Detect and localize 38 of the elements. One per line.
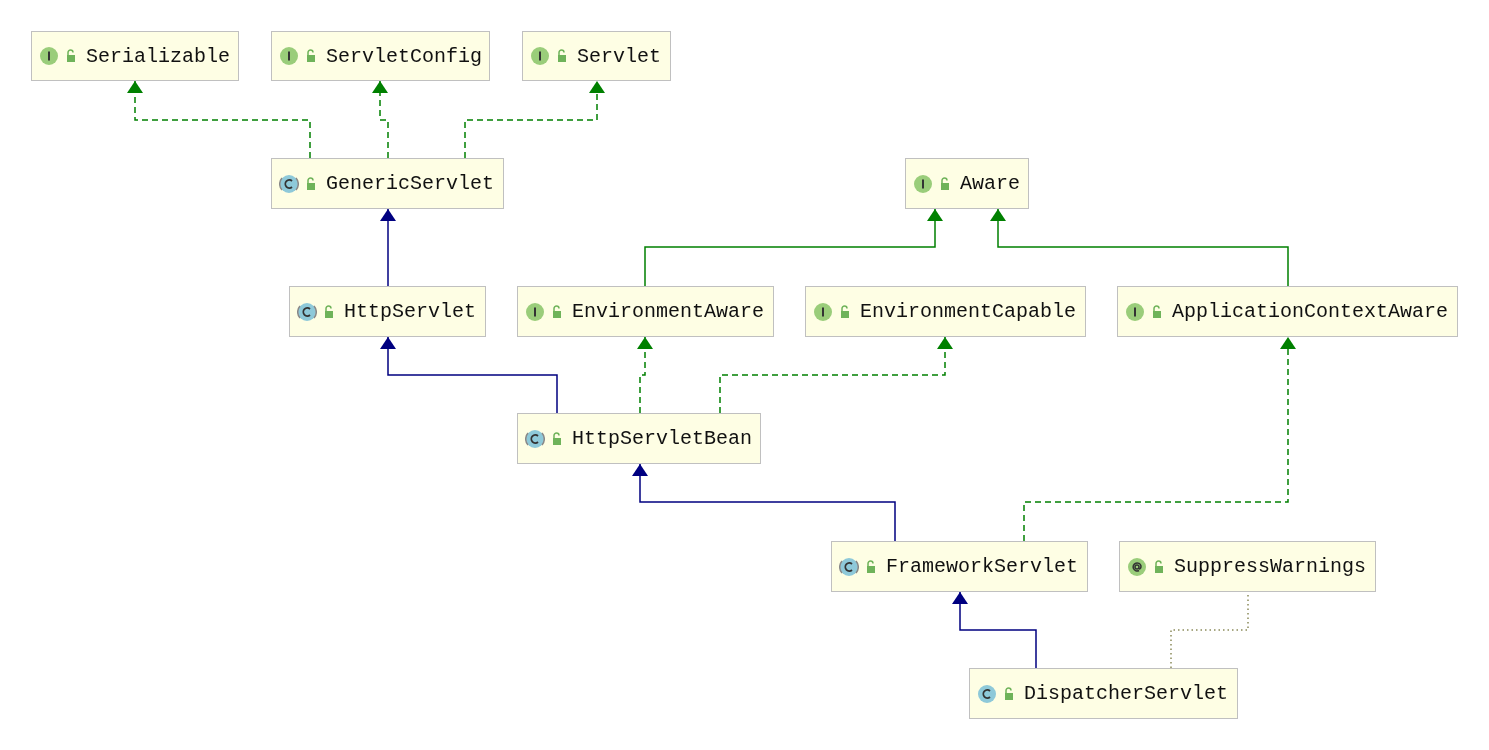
arrow <box>719 336 953 414</box>
class-name: ServletConfig <box>326 44 483 68</box>
arrow <box>127 80 311 159</box>
class-name: ApplicationContextAware <box>1172 300 1449 323</box>
class-box <box>1119 541 1376 592</box>
arrow <box>372 80 389 159</box>
class-name: Aware <box>960 172 1020 195</box>
class-box <box>905 158 1029 209</box>
class-box <box>271 158 504 209</box>
class-name: FrameworkServlet <box>886 555 1079 578</box>
arrow <box>380 208 396 287</box>
arrow <box>990 208 1289 287</box>
class-box <box>517 286 774 337</box>
class-name: DispatcherServlet <box>1024 682 1229 705</box>
arrow <box>644 208 943 287</box>
class-box <box>969 668 1238 719</box>
class-name: GenericServlet <box>326 172 495 195</box>
arrow <box>1023 336 1296 542</box>
class-name: SuppressWarnings <box>1174 555 1367 578</box>
class-box <box>31 31 239 81</box>
class-box <box>805 286 1086 337</box>
arrow <box>632 463 896 542</box>
class-name: HttpServlet <box>344 300 477 323</box>
class-box <box>522 31 671 81</box>
class-name: Servlet <box>577 44 661 68</box>
class-box <box>831 541 1088 592</box>
arrow <box>952 591 1037 669</box>
class-name: EnvironmentCapable <box>860 300 1077 323</box>
arrow <box>464 80 605 159</box>
arrow <box>637 336 653 414</box>
class-box <box>1117 286 1458 337</box>
arrow <box>380 336 558 414</box>
class-box <box>517 413 761 464</box>
class-name: EnvironmentAware <box>572 300 765 323</box>
class-name: Serializable <box>86 44 231 68</box>
class-name: HttpServletBean <box>572 427 753 450</box>
class-box <box>289 286 486 337</box>
class-box <box>271 31 490 81</box>
